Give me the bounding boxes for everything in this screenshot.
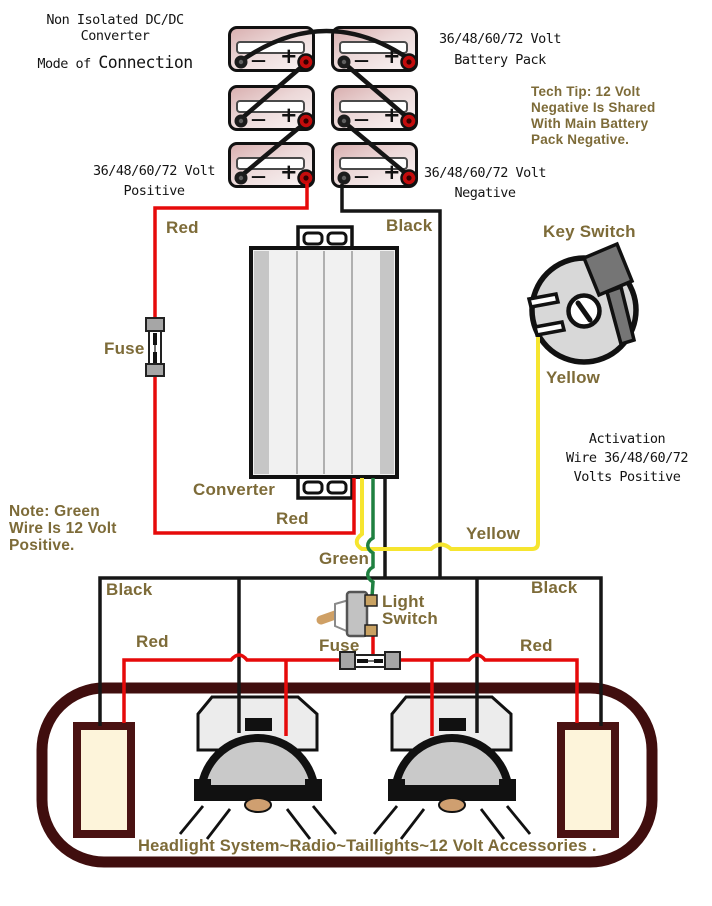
red-wire-label-left: Red	[136, 632, 169, 651]
negative-text: Negative	[454, 185, 516, 201]
fuse-accessory	[339, 651, 401, 670]
note-line: Note: Green	[9, 503, 100, 520]
switch-body	[345, 590, 369, 638]
minus-terminal-symbol: —	[251, 110, 266, 128]
mount-hole	[326, 480, 348, 495]
pack-negative-label: 36/48/60/72 Volt Negative	[420, 163, 550, 203]
light-switch-label: Light Switch	[382, 592, 438, 628]
key-blade	[604, 284, 637, 347]
activation-line: Volts Positive	[573, 469, 681, 485]
minus-terminal-symbol: —	[354, 51, 369, 69]
title-line1: Non Isolated DC/DC Converter	[46, 12, 184, 44]
plus-terminal-symbol: +	[280, 44, 298, 68]
black-wire-label-top: Black	[386, 216, 433, 235]
plus-terminal-symbol: +	[280, 103, 298, 127]
positive-text: Positive	[123, 183, 185, 199]
headlight-left	[178, 695, 338, 840]
activation-line: Activation	[588, 431, 666, 447]
red-wire-label-converter: Red	[276, 509, 309, 528]
minus-terminal-symbol: —	[251, 167, 266, 185]
taillight-left	[73, 722, 135, 838]
headlight-rays	[178, 805, 338, 840]
tech-tip-note: Tech Tip: 12 Volt Negative Is Shared Wit…	[531, 84, 655, 148]
switch-terminal-bottom	[364, 624, 378, 637]
pack-positive-label: 36/48/60/72 Volt Positive	[88, 161, 220, 201]
black-wire-label-left: Black	[106, 580, 153, 599]
battery-pack-label: 36/48/60/72 Volt Battery Pack	[425, 29, 575, 71]
mount-hole	[302, 231, 324, 246]
mount-hole	[302, 480, 324, 495]
battery-pack-volts: 36/48/60/72 Volt	[438, 31, 562, 47]
yellow-wire-label-bottom: Yellow	[466, 524, 521, 543]
battery-terminals	[234, 53, 418, 187]
light-switch-label-line: Switch	[382, 608, 438, 628]
battery-pack-text: Battery Pack	[454, 52, 546, 68]
activation-line: Wire 36/48/60/72	[565, 450, 689, 466]
black-wire-label-right: Black	[531, 578, 578, 597]
red-wire-label-top: Red	[166, 218, 199, 237]
black-wire-bus	[98, 576, 603, 726]
note-line: Positive.	[9, 537, 75, 554]
switch-notch	[532, 319, 567, 338]
title-line2: Mode of Connection	[37, 53, 193, 72]
mount-hole	[326, 231, 348, 246]
minus-terminal-symbol: —	[251, 51, 266, 69]
light-switch-label-line: Light	[382, 592, 425, 611]
switch-terminal-top	[364, 594, 378, 607]
tech-tip-line: Pack Negative.	[531, 132, 630, 147]
key-switch	[526, 241, 639, 365]
key-switch-label: Key Switch	[543, 222, 636, 241]
key-head	[581, 241, 635, 298]
activation-wire-note: Activation Wire 36/48/60/72 Volts Positi…	[548, 430, 706, 487]
plus-terminal-symbol: +	[280, 160, 298, 184]
accessories-caption: Headlight System~Radio~Taillights~12 Vol…	[138, 837, 597, 855]
tech-tip-line: Tech Tip: 12 Volt	[531, 84, 641, 99]
headlight-right	[372, 695, 532, 840]
green-wire-12v-positive	[366, 478, 375, 598]
green-wire-note: Note: Green Wire Is 12 Volt Positive.	[9, 503, 117, 554]
green-wire-label: Green	[319, 549, 370, 568]
minus-terminal-symbol: —	[354, 167, 369, 185]
yellow-wire-label-top: Yellow	[546, 368, 601, 387]
taillight-right	[557, 722, 619, 838]
tech-tip-line: With Main Battery	[531, 116, 649, 131]
diagram-title: Non Isolated DC/DC Converter Mode of Con…	[10, 12, 220, 72]
converter-label: Converter	[193, 480, 276, 499]
minus-terminal-symbol: —	[354, 110, 369, 128]
switch-notch	[526, 291, 561, 310]
red-wire-label-right: Red	[520, 636, 553, 655]
battery: — +	[228, 142, 315, 188]
yellow-wire-activation	[354, 337, 540, 551]
tech-tip-line: Negative Is Shared	[531, 100, 656, 115]
converter-box	[249, 225, 399, 500]
fuse-label-main: Fuse	[104, 339, 145, 358]
headlight-rays	[372, 805, 532, 840]
battery-cables	[238, 28, 412, 179]
note-line: Wire Is 12 Volt	[9, 520, 117, 537]
negative-volts: 36/48/60/72 Volt	[423, 165, 547, 181]
light-switch	[316, 590, 378, 638]
positive-volts: 36/48/60/72 Volt	[92, 163, 216, 179]
fuse-label-accessory: Fuse	[319, 636, 360, 655]
fuse-main	[145, 317, 165, 377]
black-wire-battery-negative	[340, 184, 442, 578]
